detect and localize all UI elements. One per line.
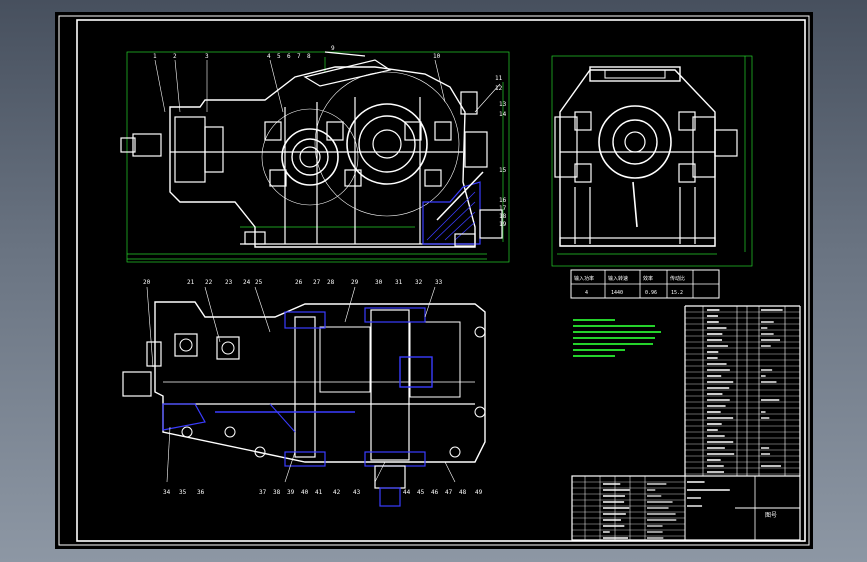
balloon-46: 46 xyxy=(431,489,439,496)
perf-value-1: 4 xyxy=(585,290,588,296)
balloon-30: 30 xyxy=(375,279,383,286)
perf-header-4: 传动比 xyxy=(670,275,685,282)
balloon-2: 2 xyxy=(173,53,177,60)
perf-value-4: 15.2 xyxy=(671,290,683,296)
balloon-18: 18 xyxy=(499,213,507,220)
balloon-13: 13 xyxy=(499,101,507,108)
balloon-36: 36 xyxy=(197,489,205,496)
balloon-12: 12 xyxy=(495,85,503,92)
balloon-21: 21 xyxy=(187,279,195,286)
technical-requirements xyxy=(571,316,671,358)
performance-table: 输入功率 输入转速 效率 传动比 4 1440 0.96 15.2 xyxy=(571,270,719,298)
pinion-gear xyxy=(282,129,338,185)
balloon-35: 35 xyxy=(179,489,187,496)
balloon-9: 9 xyxy=(331,45,335,52)
balloon-6: 6 xyxy=(287,53,291,60)
balloon-20: 20 xyxy=(143,279,151,286)
balloon-31: 31 xyxy=(395,279,403,286)
left-bearing-cap xyxy=(175,117,205,182)
balloon-25: 25 xyxy=(255,279,263,286)
oil-dipstick xyxy=(437,172,483,220)
balloon-4: 4 xyxy=(267,53,271,60)
balloon-45: 45 xyxy=(417,489,425,496)
side-housing-outline xyxy=(560,70,715,246)
balloon-38: 38 xyxy=(273,489,281,496)
balloon-42: 42 xyxy=(333,489,341,496)
outer-border xyxy=(59,16,809,545)
perf-header-3: 效率 xyxy=(643,275,653,282)
balloon-1: 1 xyxy=(153,53,157,60)
balloon-22: 22 xyxy=(205,279,213,286)
balloon-16: 16 xyxy=(499,197,507,204)
title-block-label: 图号 xyxy=(765,512,777,519)
balloon-34: 34 xyxy=(163,489,171,496)
drawing-canvas: 1 2 3 4 5 6 7 8 9 10 11 12 13 14 15 16 1… xyxy=(55,12,813,549)
balloon-24: 24 xyxy=(243,279,251,286)
balloon-26: 26 xyxy=(295,279,303,286)
balloon-37: 37 xyxy=(259,489,267,496)
perf-header-1: 输入功率 xyxy=(574,275,594,282)
balloon-40: 40 xyxy=(301,489,309,496)
balloon-48: 48 xyxy=(459,489,467,496)
balloon-3: 3 xyxy=(205,53,209,60)
balloon-44: 44 xyxy=(403,489,411,496)
balloon-39: 39 xyxy=(287,489,295,496)
balloon-43: 43 xyxy=(353,489,361,496)
side-dim-frame xyxy=(552,56,752,266)
balloon-14: 14 xyxy=(499,111,507,118)
title-block-rows xyxy=(572,476,730,540)
top-input-shaft xyxy=(123,372,151,396)
inspection-cover xyxy=(305,60,390,86)
balloon-10: 10 xyxy=(433,53,441,60)
balloon-28: 28 xyxy=(327,279,335,286)
side-view xyxy=(552,56,752,266)
balloon-19: 19 xyxy=(499,221,507,228)
balloon-41: 41 xyxy=(315,489,323,496)
balloon-11: 11 xyxy=(495,75,503,82)
balloon-8: 8 xyxy=(307,53,311,60)
balloon-7: 7 xyxy=(297,53,301,60)
balloon-17: 17 xyxy=(499,205,507,212)
side-bearing-bore xyxy=(599,106,671,178)
perf-value-3: 0.96 xyxy=(645,290,657,296)
balloon-29: 29 xyxy=(351,279,359,286)
balloon-32: 32 xyxy=(415,279,423,286)
balloon-27: 27 xyxy=(313,279,321,286)
balloon-5: 5 xyxy=(277,53,281,60)
perf-header-2: 输入转速 xyxy=(608,275,628,282)
balloon-15: 15 xyxy=(499,167,507,174)
balloon-33: 33 xyxy=(435,279,443,286)
front-housing-outline xyxy=(170,67,475,247)
input-shaft xyxy=(133,134,161,156)
perf-value-2: 1440 xyxy=(611,290,623,296)
front-dim-frame xyxy=(127,52,509,262)
balloon-47: 47 xyxy=(445,489,453,496)
parts-list xyxy=(685,306,800,476)
top-view: 20 21 22 23 24 25 26 27 28 29 30 31 32 3… xyxy=(123,279,485,506)
front-view: 1 2 3 4 5 6 7 8 9 10 11 12 13 14 15 16 1… xyxy=(121,45,509,262)
drawing-sheet: 1 2 3 4 5 6 7 8 9 10 11 12 13 14 15 16 1… xyxy=(55,12,813,549)
balloon-23: 23 xyxy=(225,279,233,286)
balloon-49: 49 xyxy=(475,489,483,496)
